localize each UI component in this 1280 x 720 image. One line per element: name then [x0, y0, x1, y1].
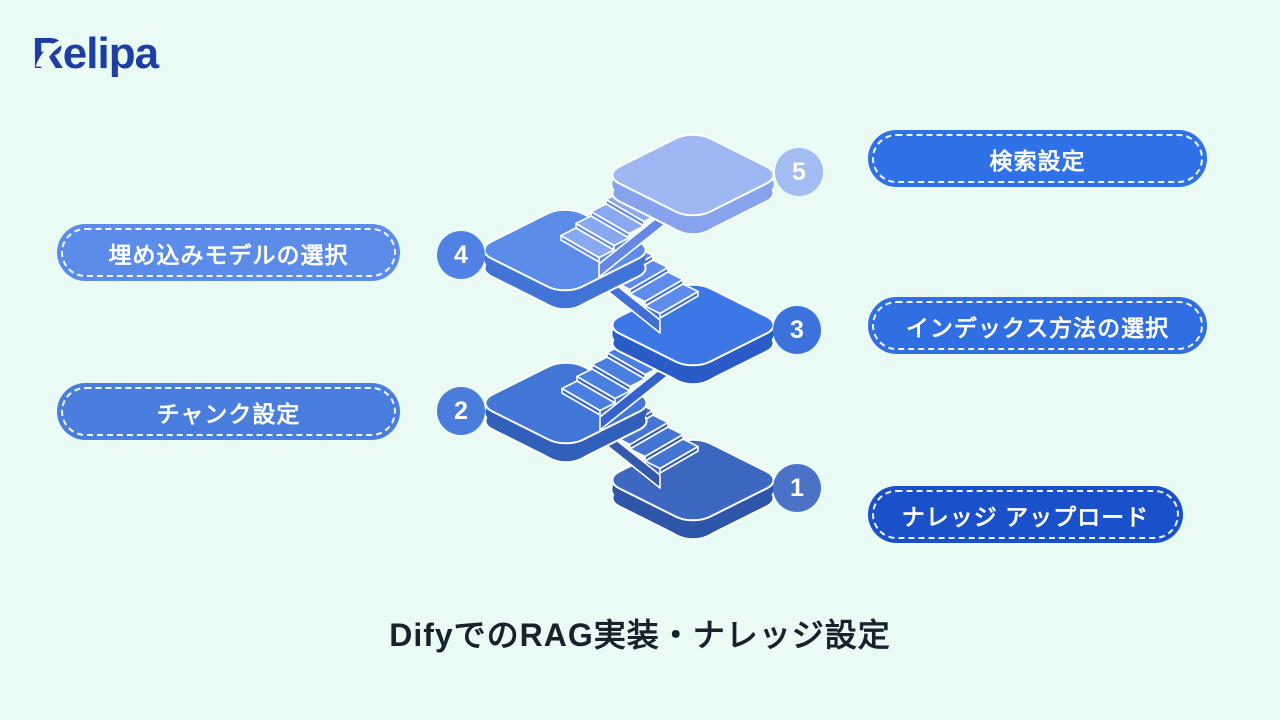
step-5-label-pill: 検索設定 — [868, 130, 1207, 187]
step-4-label-pill: 埋め込みモデルの選択 — [57, 224, 400, 281]
step-3-label-pill: インデックス方法の選択 — [868, 297, 1207, 354]
step-5-badge: 5 — [775, 148, 823, 196]
step-2-label-pill: チャンク設定 — [57, 383, 400, 440]
step-2-badge: 2 — [437, 387, 485, 435]
relipa-logo: Relipa — [32, 22, 232, 86]
step-1-label: ナレッジ アップロード — [901, 503, 1150, 530]
step-3-label: インデックス方法の選択 — [905, 314, 1170, 341]
step-4-label: 埋め込みモデルの選択 — [108, 241, 349, 268]
step-3-badge: 3 — [773, 306, 821, 354]
step-5-label: 検索設定 — [989, 147, 1086, 174]
step-4-badge: 4 — [437, 231, 485, 279]
logo-text: Relipa — [32, 29, 159, 78]
staircase-diagram — [440, 115, 860, 590]
page-title: DifyでのRAG実装・ナレッジ設定 — [389, 617, 891, 653]
step-1-label-pill: ナレッジ アップロード — [868, 486, 1183, 543]
step-2-label: チャンク設定 — [156, 400, 301, 427]
staircase-illustration — [440, 115, 860, 590]
step-1-badge: 1 — [773, 464, 821, 512]
